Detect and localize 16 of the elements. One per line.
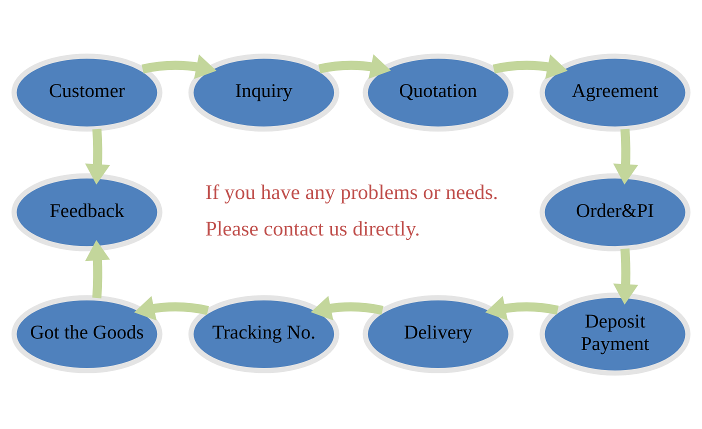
arrow xyxy=(492,54,568,79)
arrow xyxy=(134,296,209,321)
arrow xyxy=(485,296,559,321)
label: Please contact us directly. xyxy=(205,216,420,240)
arrow xyxy=(142,54,216,79)
label: If you have any problems or needs. xyxy=(205,180,498,204)
arrow xyxy=(85,128,110,185)
node-ellipse: Customer xyxy=(12,54,162,132)
node-ellipse: Feedback xyxy=(12,173,162,252)
node-ellipse: Deposit Payment xyxy=(540,292,690,376)
arrow xyxy=(310,296,384,320)
arrow xyxy=(85,240,110,298)
arrow xyxy=(318,54,391,79)
arrow xyxy=(613,248,638,305)
arrow xyxy=(613,128,638,185)
node-ellipse: Order&PI xyxy=(540,173,690,252)
